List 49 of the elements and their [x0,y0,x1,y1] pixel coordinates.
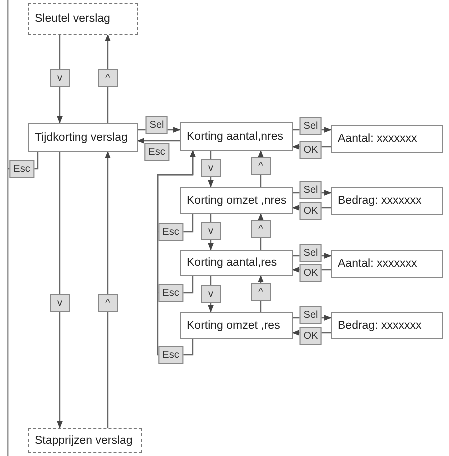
arrow [57,35,63,124]
key-label: Esc [158,223,184,241]
key-label: Esc [144,143,170,161]
screen-box: Korting aantal,res [180,250,293,276]
key-label: Esc [10,160,34,178]
arrow [138,127,181,133]
key-label: OK [300,141,322,159]
key-label: v [201,159,221,177]
key-label: ^ [251,220,271,238]
screen-box: Aantal: xxxxxxx [331,250,443,278]
arrow [258,213,264,250]
arrow [208,276,214,313]
screen-box: Korting aantal,nres [180,122,293,151]
key-label: OK [300,202,322,220]
arrow [258,275,264,312]
key-label: v [50,69,70,87]
key-label: ^ [98,294,118,312]
arrow [105,151,111,428]
key-label: Esc [158,346,184,364]
arrow [105,34,111,123]
key-label: OK [300,264,322,282]
screen-box: Sleutel verslag [28,3,138,35]
screen-box: Aantal: xxxxxxx [331,125,443,153]
key-label: OK [300,327,322,345]
key-label: Esc [158,284,184,302]
key-label: ^ [98,69,118,87]
arrow [157,150,196,356]
key-label: v [201,222,221,240]
arrow [208,214,214,251]
arrow [57,152,63,429]
screen-box: Stapprijzen verslag [28,428,142,453]
key-label: Sel [300,117,322,135]
key-label: Sel [300,244,322,262]
key-label: Sel [300,181,322,199]
key-label: v [201,285,221,303]
key-label: v [50,294,70,312]
screen-box: Bedrag: xxxxxxx [331,312,443,339]
arrow [208,151,214,188]
key-label: Sel [146,116,168,134]
arrow [137,138,180,144]
screen-box: Tijdkorting verslag [28,123,138,152]
screen-box: Korting omzet ,nres [180,187,293,214]
key-label: Sel [300,306,322,324]
key-label: ^ [251,157,271,175]
screen-box: Korting omzet ,res [180,312,293,339]
arrow [293,127,332,133]
key-label: ^ [251,283,271,301]
arrow [258,150,264,187]
screen-box: Bedrag: xxxxxxx [331,187,443,215]
